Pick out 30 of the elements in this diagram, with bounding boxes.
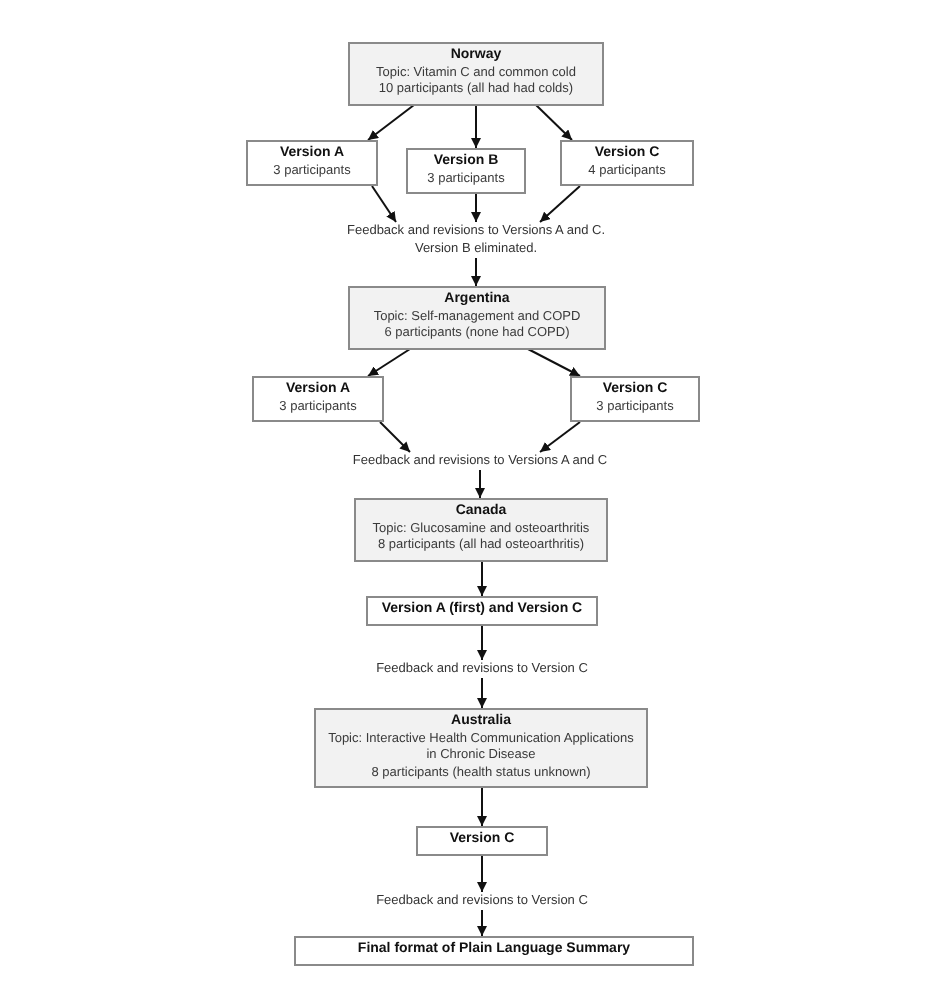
arrow (471, 257, 481, 287)
arrow (367, 104, 415, 141)
final-box (294, 936, 694, 965)
version-box (252, 376, 384, 422)
arrow (539, 421, 581, 453)
study-site-box (348, 286, 606, 349)
arrow (471, 193, 481, 223)
arrow (477, 624, 487, 661)
version-box (246, 140, 378, 186)
arrow (527, 348, 581, 377)
arrow (539, 185, 581, 223)
version-box (560, 140, 694, 186)
arrow (471, 104, 481, 149)
version-box (366, 596, 598, 625)
arrow (371, 185, 397, 223)
version-box (406, 148, 526, 194)
arrow (535, 104, 573, 141)
study-site-box (314, 708, 648, 788)
arrow (477, 909, 487, 937)
arrow (367, 348, 411, 377)
arrow (477, 854, 487, 893)
arrow (475, 469, 485, 499)
arrow (477, 677, 487, 709)
study-site-box (354, 498, 608, 561)
version-box (570, 376, 700, 422)
version-box (416, 826, 548, 855)
arrow (379, 421, 411, 453)
arrow (477, 787, 487, 827)
study-site-box (348, 42, 604, 105)
arrow (477, 560, 487, 597)
